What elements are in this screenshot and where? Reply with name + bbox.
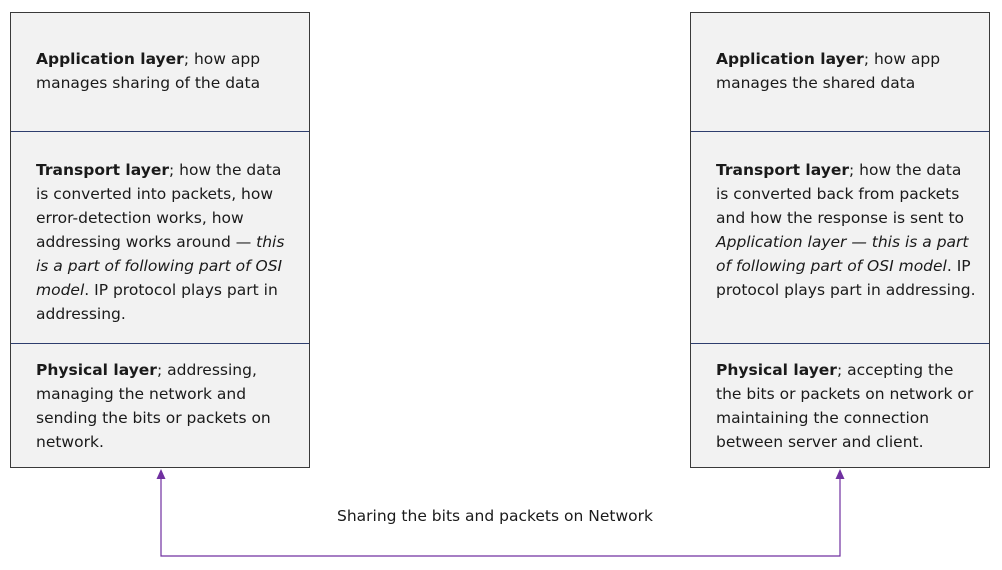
right-application-layer-title: Application layer xyxy=(716,50,864,68)
left-application-layer-title: Application layer xyxy=(36,50,184,68)
right-application-layer: Application layer; how app manages the s… xyxy=(691,13,989,131)
right-transport-layer-description-end: . IP protocol plays part in addressing. xyxy=(716,257,976,299)
left-transport-layer: Transport layer; how the data is convert… xyxy=(11,131,309,343)
right-physical-layer: Physical layer; accepting the the bits o… xyxy=(691,343,989,468)
left-application-layer: Application layer; how app manages shari… xyxy=(11,13,309,131)
left-osi-stack: Application layer; how app manages shari… xyxy=(10,12,310,468)
left-physical-layer-description: ; addressing, managing the network and s… xyxy=(36,361,271,451)
left-physical-layer-title: Physical layer xyxy=(36,361,157,379)
right-transport-layer-italic-note: Application layer — this is a part of fo… xyxy=(716,233,969,275)
left-transport-layer-description: ; how the data is converted into packets… xyxy=(36,161,282,251)
left-transport-layer-title: Transport layer xyxy=(36,161,169,179)
connector-line xyxy=(160,478,841,557)
left-application-layer-description: ; how app manages sharing of the data xyxy=(36,50,261,92)
right-physical-layer-title: Physical layer xyxy=(716,361,837,379)
right-application-layer-description: ; how app manages the shared data xyxy=(716,50,941,92)
left-physical-layer: Physical layer; addressing, managing the… xyxy=(11,343,309,468)
left-arrowhead-icon xyxy=(156,469,166,479)
left-transport-layer-italic-note: this is a part of following part of OSI … xyxy=(36,233,285,299)
right-arrowhead-icon xyxy=(835,469,845,479)
right-physical-layer-description: ; accepting the the bits or packets on n… xyxy=(716,361,974,451)
left-transport-layer-description-end: . IP protocol plays part in addressing. xyxy=(36,281,278,323)
right-transport-layer-description: ; how the data is converted back from pa… xyxy=(716,161,964,227)
network-label: Sharing the bits and packets on Network xyxy=(337,507,653,525)
right-transport-layer-title: Transport layer xyxy=(716,161,849,179)
right-transport-layer: Transport layer; how the data is convert… xyxy=(691,131,989,343)
right-osi-stack: Application layer; how app manages the s… xyxy=(690,12,990,468)
